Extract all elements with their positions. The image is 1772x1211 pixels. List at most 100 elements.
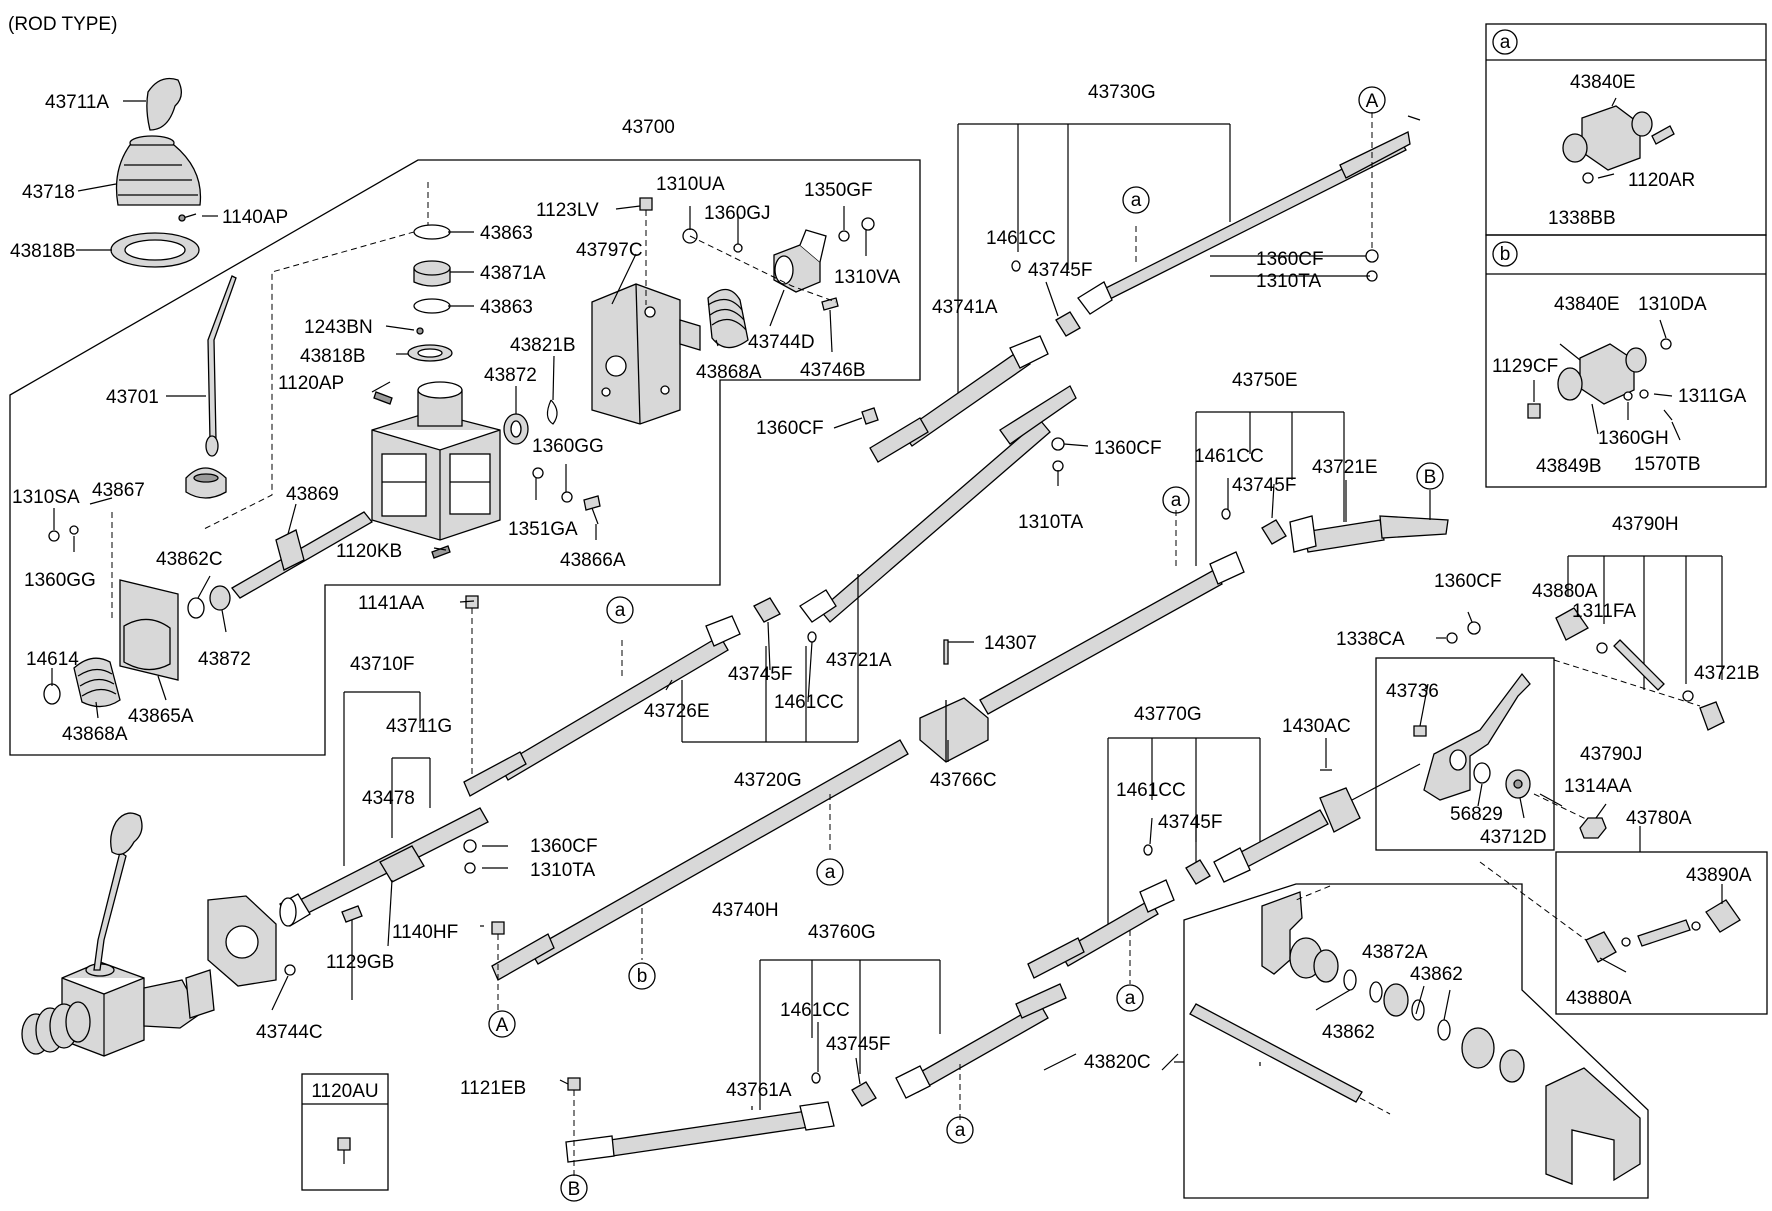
label-43750e: 43750E (1232, 370, 1298, 391)
label-1461cc-right: 1461CC (1194, 446, 1264, 467)
inset-b-letter: b (1500, 244, 1511, 265)
label-1461cc-top: 1461CC (986, 228, 1056, 249)
nut-43780a-b (1691, 921, 1701, 931)
label-43866a: 43866A (560, 550, 626, 571)
nut-1310ta-mid (1052, 460, 1064, 472)
callout-B-right: B (1424, 467, 1437, 488)
callout-a-4: a (825, 862, 836, 883)
inset-b-callout (1492, 241, 1518, 267)
label-43890a: 43890A (1686, 865, 1752, 886)
label-56829: 56829 (1450, 804, 1503, 825)
bolt-1140hf (491, 921, 505, 935)
label-1129gb: 1129GB (326, 952, 394, 973)
label-1120kb: 1120KB (336, 541, 402, 562)
label-43880a-lower: 43880A (1566, 988, 1632, 1009)
bracket-43820c-upper (1261, 891, 1303, 975)
label-43790h: 43790H (1612, 514, 1679, 535)
label-43780a: 43780A (1626, 808, 1692, 829)
box-43780a (1555, 851, 1768, 1015)
label-43880a-upper: 43880A (1532, 581, 1598, 602)
label-43744d: 43744D (748, 332, 815, 353)
nut-1314aa (1579, 817, 1607, 839)
label-43818b-top: 43818B (10, 241, 76, 262)
snap-ring-lower (413, 298, 451, 314)
label-1360cf-right: 1360CF (1434, 571, 1502, 592)
rod-43770g (1027, 879, 1175, 979)
washer-1351ga (532, 467, 544, 479)
callout-a-6: a (955, 1120, 966, 1141)
label-43871a: 43871A (480, 263, 546, 284)
label-43863-b: 43863 (480, 297, 533, 318)
leader-lines (51, 97, 1723, 1110)
label-1360cf-mid: 1360CF (756, 418, 824, 439)
label-43745f-top: 43745F (1028, 260, 1092, 281)
nut-1310va (861, 217, 875, 231)
label-1314aa: 1314AA (1564, 776, 1632, 797)
gear-knob (110, 812, 143, 856)
clevis-43880a-lower (1585, 931, 1617, 963)
box-43790j (1375, 657, 1555, 851)
assembly-43700-outline (9, 159, 921, 756)
label-43745f-right: 43745F (1232, 475, 1296, 496)
label-1360gg-left: 1360GG (24, 570, 96, 591)
bolt-1120au (337, 1137, 351, 1151)
label-43872-bottom: 43872 (198, 649, 251, 670)
ring-56829 (1473, 762, 1491, 784)
nut-43790h (1682, 690, 1694, 702)
diagram-title: (ROD TYPE) (8, 14, 117, 35)
rod-43760g (895, 983, 1067, 1099)
label-1461cc-lower: 1461CC (1116, 780, 1186, 801)
label-43862-upper: 43862 (1410, 964, 1463, 985)
ujoint-43745f-bottom (851, 1081, 877, 1107)
bushing-43820c-c (1461, 1027, 1495, 1069)
nut-1311fa (1596, 642, 1608, 654)
label-inset-a-43840e: 43840E (1570, 72, 1636, 93)
snap-ring-upper (413, 224, 451, 240)
callout-a-2: a (1171, 490, 1182, 511)
label-1351ga: 1351GA (508, 519, 578, 540)
label-43736: 43736 (1386, 681, 1439, 702)
label-43760g: 43760G (808, 922, 876, 943)
callout-a-5: a (1125, 988, 1136, 1009)
label-1123lv: 1123LV (536, 200, 599, 221)
spring-43868a-top (707, 288, 749, 349)
label-inset-b-1311ga: 1311GA (1678, 386, 1747, 407)
ball-joint-43721b (1699, 701, 1725, 731)
callouts: A a B a a a b A a a B (488, 86, 1444, 1202)
label-43818b-mid: 43818B (300, 346, 366, 367)
part-labels: 43711A 43718 1140AP 43818B 43700 43701 4… (10, 72, 1760, 1102)
nut-1360cf-topright (1365, 249, 1379, 263)
box-43820c (1183, 883, 1649, 1199)
ring-43862-d (1437, 1019, 1451, 1041)
label-43721a: 43721A (826, 650, 892, 671)
label-inset-a-1120ar: 1120AR (1628, 170, 1695, 191)
inset-a-part (1562, 105, 1653, 171)
bolt-1360cf-mid (861, 407, 879, 425)
rod-1430ac-link (1351, 763, 1421, 801)
label-inset-b-1310da: 1310DA (1638, 294, 1707, 315)
nut-1338ca (1446, 632, 1458, 644)
callout-b-1: b (637, 966, 648, 987)
ujoint-43745f-lower (1185, 859, 1211, 885)
rod-43741a (869, 335, 1049, 463)
label-43745f-mid: 43745F (728, 664, 792, 685)
boot-43865a (123, 618, 171, 671)
nut-1360gg-top (561, 491, 573, 503)
rod-43761a (565, 1101, 835, 1163)
label-1360cf-left: 1360CF (530, 836, 598, 857)
nut-1360cf-right (1467, 621, 1481, 635)
label-43720g: 43720G (734, 770, 802, 791)
label-1311fa: 1311FA (1572, 601, 1636, 622)
label-43872-top: 43872 (484, 365, 537, 386)
ujoint-43745f-mid (753, 597, 781, 623)
shaft-43869 (231, 511, 373, 599)
inset-b-nut-1311ga (1639, 389, 1649, 399)
label-43746b: 43746B (800, 360, 866, 381)
inset-b-nut-1310da (1660, 338, 1672, 350)
callout-B-bottom: B (568, 1179, 581, 1200)
ring-14614 (43, 683, 61, 705)
bushing-43820c-d (1499, 1049, 1525, 1083)
label-1310ta-topright: 1310TA (1256, 271, 1321, 292)
inset-box-b (1485, 234, 1767, 488)
label-43820c: 43820C (1084, 1052, 1151, 1073)
